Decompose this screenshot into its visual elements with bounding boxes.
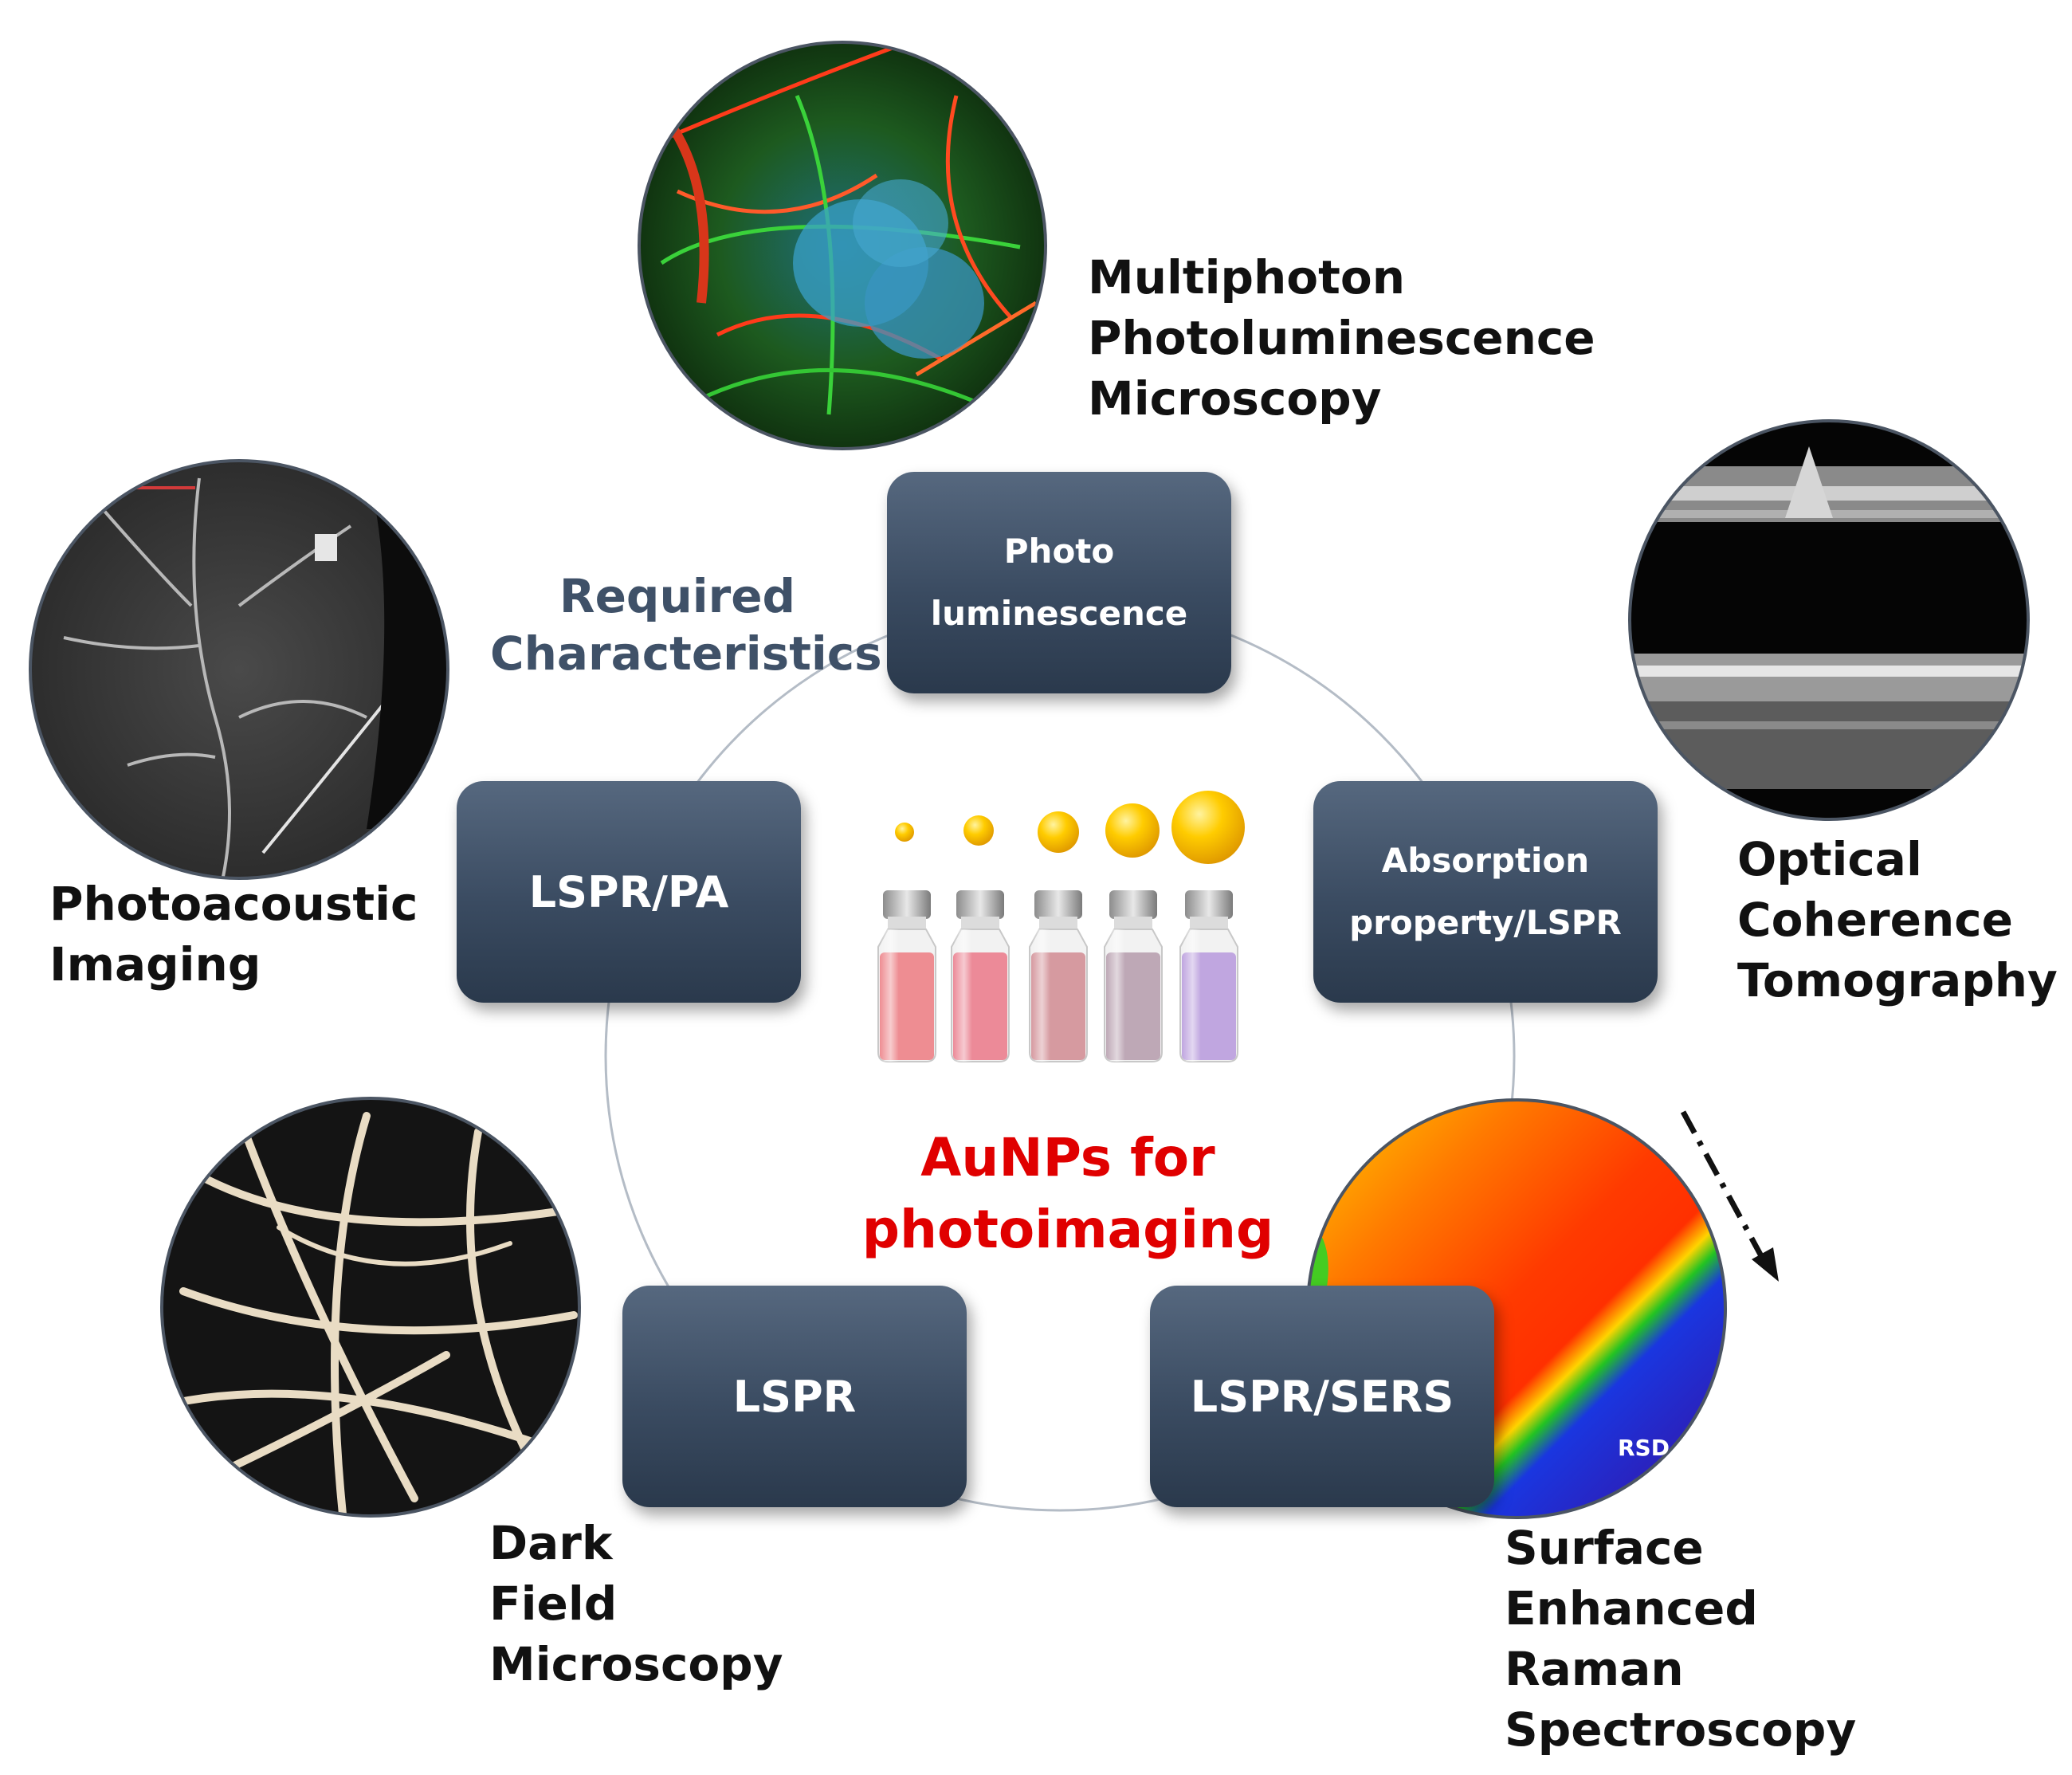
multiphoton-image bbox=[638, 41, 1047, 450]
oct-image bbox=[1628, 419, 2030, 821]
vial bbox=[1179, 890, 1238, 1062]
gold-nanoparticle bbox=[963, 815, 994, 846]
lspr-sers-box: LSPR/SERS bbox=[1150, 1286, 1494, 1507]
gold-nanoparticles bbox=[895, 791, 1245, 864]
lspr-box: LSPR bbox=[622, 1286, 967, 1507]
sers-label: Surface Enhanced Raman Spectroscopy bbox=[1505, 1521, 1857, 1757]
vial bbox=[1104, 890, 1163, 1062]
gold-nanoparticle bbox=[1105, 803, 1160, 858]
lspr-pa-box: LSPR/PA bbox=[457, 781, 801, 1003]
dark-field-image bbox=[160, 1097, 581, 1518]
required-characteristics-label: Required Characteristics bbox=[490, 569, 882, 681]
sers-dashed-arrow bbox=[1680, 1110, 1768, 1265]
vials bbox=[877, 890, 1238, 1062]
photoacoustic-image bbox=[29, 459, 449, 880]
sers-arrow-head bbox=[1752, 1247, 1779, 1282]
vial bbox=[1029, 890, 1088, 1062]
gold-nanoparticle bbox=[895, 823, 914, 842]
vial bbox=[951, 890, 1010, 1062]
gold-nanoparticle bbox=[1038, 811, 1079, 853]
center-title: AuNPs for photoimaging bbox=[861, 1127, 1274, 1260]
sers-rsd-text: RSD = 6 bbox=[1618, 1435, 1713, 1461]
vial bbox=[877, 890, 936, 1062]
photoacoustic-label: Photoacoustic Imaging bbox=[49, 877, 418, 992]
oct-label: Optical Coherence Tomography bbox=[1737, 832, 2058, 1007]
multiphoton-label: Multiphoton Photoluminescence Microscopy bbox=[1088, 250, 1595, 426]
absorption-box: Absorption property/LSPR bbox=[1313, 781, 1658, 1003]
photoluminescence-box: Photo luminescence bbox=[887, 472, 1231, 693]
dark-field-label: Dark Field Microscopy bbox=[489, 1516, 783, 1691]
gold-nanoparticle bbox=[1171, 791, 1245, 864]
